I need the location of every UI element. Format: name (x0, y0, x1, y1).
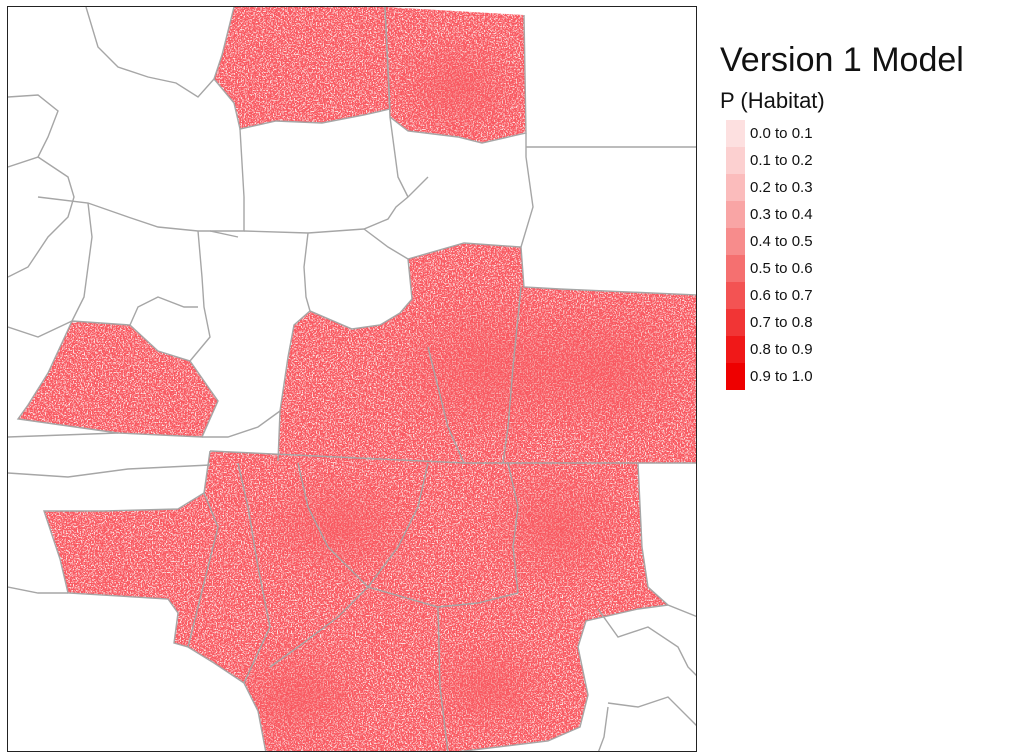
legend-label: 0.6 to 0.7 (750, 287, 813, 304)
legend-swatch (726, 336, 745, 363)
legend-swatch (726, 120, 745, 147)
legend-row: 0.0 to 0.1 (726, 120, 964, 147)
legend-swatch (726, 309, 745, 336)
legend-row: 0.2 to 0.3 (726, 174, 964, 201)
legend-swatch (726, 147, 745, 174)
legend-row: 0.7 to 0.8 (726, 309, 964, 336)
legend-label: 0.4 to 0.5 (750, 233, 813, 250)
legend-label: 0.2 to 0.3 (750, 179, 813, 196)
legend-swatch (726, 201, 745, 228)
legend-label: 0.5 to 0.6 (750, 260, 813, 277)
legend-items: 0.0 to 0.1 0.1 to 0.2 0.2 to 0.3 0.3 to … (726, 120, 964, 390)
legend-swatch (726, 228, 745, 255)
legend-swatch (726, 363, 745, 390)
legend-subtitle: P (Habitat) (720, 88, 825, 113)
county-boundaries (8, 7, 696, 751)
legend-swatch (726, 282, 745, 309)
legend-swatch (726, 255, 745, 282)
legend-label: 0.8 to 0.9 (750, 341, 813, 358)
map-frame[interactable] (7, 6, 697, 752)
habitat-raster (18, 7, 696, 751)
legend-label: 0.9 to 1.0 (750, 368, 813, 385)
legend-row: 0.4 to 0.5 (726, 228, 964, 255)
habitat-probability-map[interactable] (8, 7, 697, 752)
legend-row: 0.6 to 0.7 (726, 282, 964, 309)
legend-label: 0.1 to 0.2 (750, 152, 813, 169)
legend-label: 0.0 to 0.1 (750, 125, 813, 142)
legend-label: 0.7 to 0.8 (750, 314, 813, 331)
legend-row: 0.8 to 0.9 (726, 336, 964, 363)
legend-label: 0.3 to 0.4 (750, 206, 813, 223)
legend-title: Version 1 Model (720, 41, 964, 79)
legend-row: 0.9 to 1.0 (726, 363, 964, 390)
legend-row: 0.1 to 0.2 (726, 147, 964, 174)
map-legend: Version 1 Model P (Habitat) 0.0 to 0.1 0… (720, 40, 964, 390)
legend-swatch (726, 174, 745, 201)
legend-row: 0.3 to 0.4 (726, 201, 964, 228)
legend-row: 0.5 to 0.6 (726, 255, 964, 282)
